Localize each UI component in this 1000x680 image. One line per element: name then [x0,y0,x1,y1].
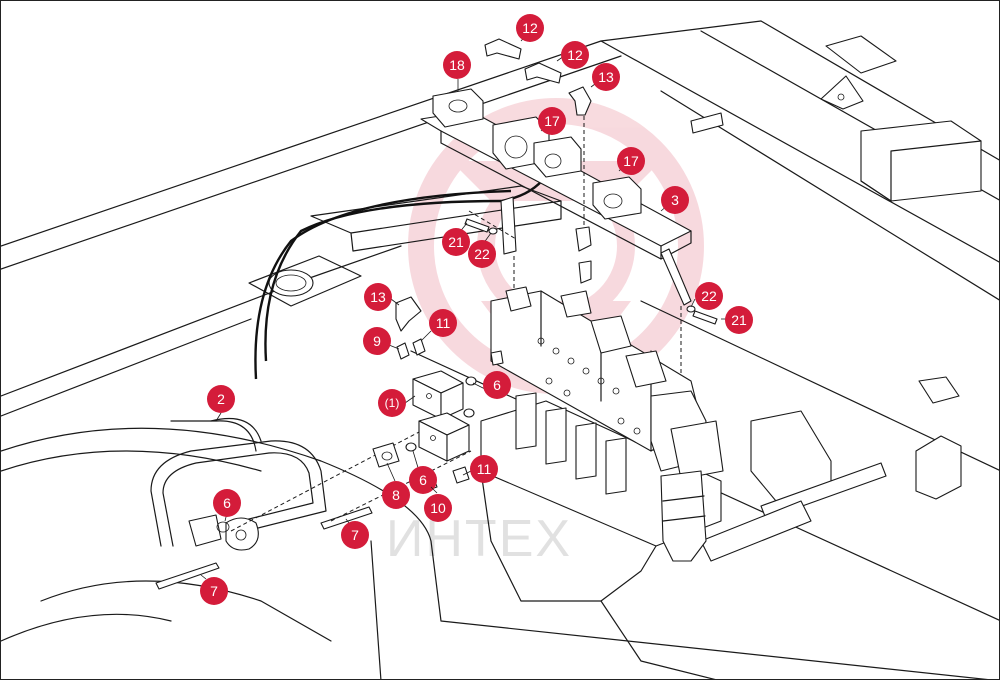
svg-text:(1): (1) [385,396,400,410]
svg-text:17: 17 [623,153,639,169]
callout-13-left: 13 [364,283,400,311]
callout-6-upper: 6 [472,371,511,399]
pipe-assembly [150,417,373,590]
svg-text:22: 22 [701,288,717,304]
svg-text:6: 6 [419,472,427,488]
callout-1: (1) [378,389,416,417]
svg-text:21: 21 [448,234,464,250]
hose-lower [254,189,512,380]
svg-text:12: 12 [522,20,538,36]
callout-2: 2 [207,385,235,422]
callout-17-right: 17 [617,147,645,175]
callout-7-lower: 7 [200,574,228,605]
callout-7-middle: 7 [341,518,369,549]
callout-6-lower: 6 [213,489,241,522]
control-valve [490,286,724,562]
callout-21-right: 21 [721,306,753,334]
svg-text:8: 8 [392,487,400,503]
hose-upper [264,175,547,362]
svg-text:22: 22 [474,246,490,262]
svg-text:3: 3 [671,192,679,208]
svg-text:2: 2 [217,391,225,407]
svg-text:10: 10 [430,500,446,516]
bolts [464,218,718,325]
svg-text:17: 17 [544,113,560,129]
callout-12-right: 12 [556,41,589,69]
callout-22-left: 22 [468,232,496,268]
callout-10: 10 [424,486,452,522]
callout-3: 3 [660,186,689,214]
callout-22-right: 22 [690,282,723,310]
svg-text:11: 11 [477,461,492,477]
svg-text:12: 12 [567,47,583,63]
callout-12-top: 12 [516,14,544,42]
svg-text:11: 11 [436,315,451,331]
watermark-text: ИНТЕХ [386,510,572,568]
callout-8: 8 [382,462,410,509]
svg-text:6: 6 [223,495,231,511]
svg-text:13: 13 [598,69,614,85]
callout-18: 18 [443,51,471,91]
callout-17-left: 17 [538,107,566,135]
clamp-blocks [432,88,642,220]
svg-text:7: 7 [210,583,218,599]
chassis-frame [1,20,999,679]
callout-6-middle: 6 [409,450,437,494]
svg-text:18: 18 [449,57,465,73]
callout-11-lower: 11 [462,455,498,483]
callout-13-top: 13 [590,63,620,91]
top-fittings [484,38,592,284]
callout-21-left: 21 [442,222,470,256]
svg-text:7: 7 [351,527,359,543]
callout-11-upper: 11 [420,309,457,342]
callout-9: 9 [363,327,400,355]
svg-text:13: 13 [370,289,386,305]
svg-text:21: 21 [731,312,747,328]
svg-text:6: 6 [493,377,501,393]
svg-text:9: 9 [373,333,381,349]
